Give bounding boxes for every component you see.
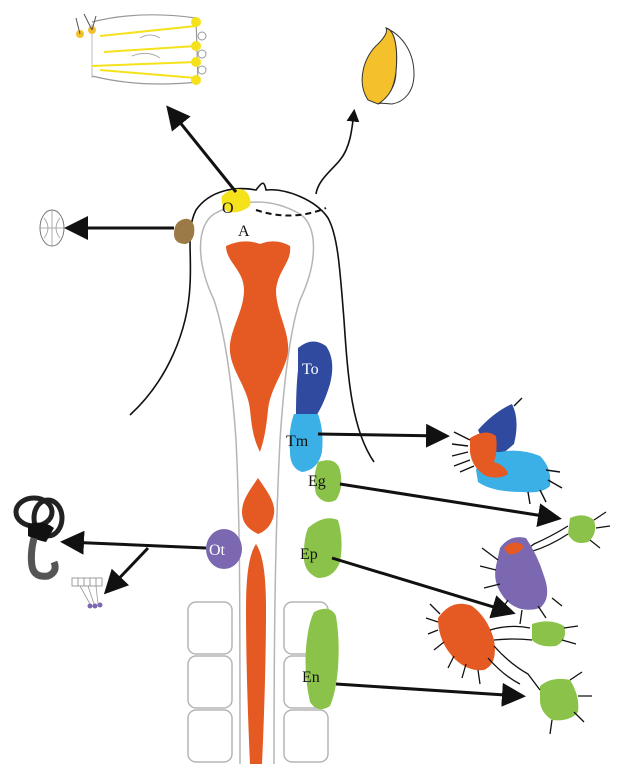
label-trigeminal-ophthalmic: To <box>302 361 319 378</box>
lens-illustration <box>40 210 64 246</box>
trigeminal-ganglion-illustration <box>452 398 562 504</box>
lens-placode <box>174 219 194 244</box>
olfactory-epithelium-illustration <box>76 14 206 85</box>
nodose-ganglion-illustration <box>488 646 592 734</box>
label-geniculate: Eg <box>308 473 326 490</box>
nodose-placode <box>306 609 339 709</box>
neural-tube-middle <box>242 478 274 534</box>
trigeminal-ophthalmic-placode <box>296 341 332 416</box>
label-adenohypophyseal: A <box>238 223 250 240</box>
neural-tube-anterior <box>226 241 290 452</box>
label-trigeminal-maxillomandibular: Tm <box>286 433 309 450</box>
label-nodose: En <box>302 669 320 686</box>
petrosal-ganglion-illustration <box>480 537 562 624</box>
label-otic: Ot <box>209 542 226 559</box>
label-olfactory: O <box>222 200 234 217</box>
pituitary-illustration <box>362 28 414 104</box>
label-petrosal: Ep <box>300 546 318 563</box>
hair-cells-illustration <box>72 578 103 609</box>
inner-ear-illustration <box>16 498 62 576</box>
neural-tube-posterior <box>246 544 266 764</box>
